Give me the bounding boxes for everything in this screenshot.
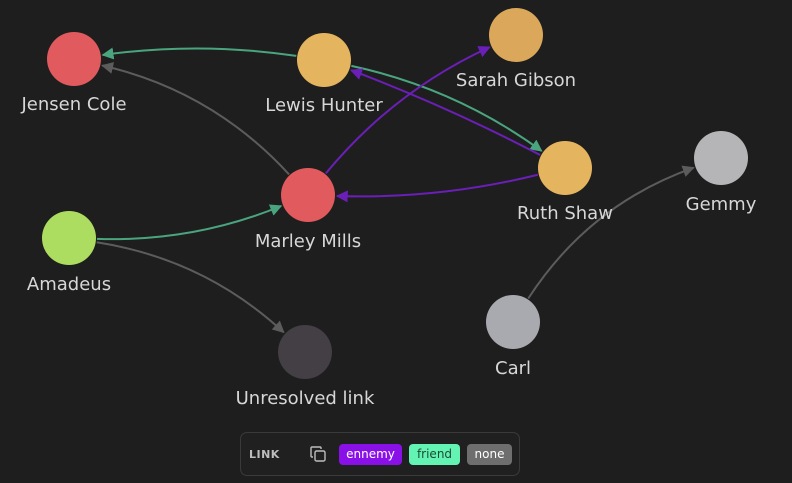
copy-icon[interactable] bbox=[309, 445, 327, 463]
node-unresolved-circle[interactable] bbox=[278, 325, 332, 379]
node-amadeus[interactable]: Amadeus bbox=[27, 211, 111, 295]
link-legend-panel: LINK ennemy friend none bbox=[240, 432, 520, 476]
node-gemmy-label: Gemmy bbox=[686, 194, 757, 215]
node-jensen[interactable]: Jensen Cole bbox=[20, 32, 127, 115]
node-marley-circle[interactable] bbox=[281, 168, 335, 222]
node-lewis[interactable]: Lewis Hunter bbox=[265, 33, 383, 116]
tag-ennemy[interactable]: ennemy bbox=[339, 444, 402, 465]
node-lewis-label: Lewis Hunter bbox=[265, 95, 383, 116]
node-jensen-circle[interactable] bbox=[47, 32, 101, 86]
edge-marley-to-jensen bbox=[101, 62, 290, 176]
edge-amadeus-to-marley bbox=[96, 204, 283, 241]
node-carl-label: Carl bbox=[495, 358, 531, 379]
edge-marley-to-sarah bbox=[325, 46, 491, 175]
node-carl-circle[interactable] bbox=[486, 295, 540, 349]
node-gemmy[interactable]: Gemmy bbox=[686, 131, 757, 215]
edge-lewis-to-jensen bbox=[101, 47, 297, 60]
legend-title: LINK bbox=[249, 448, 280, 461]
node-sarah-label: Sarah Gibson bbox=[456, 70, 576, 91]
node-unresolved[interactable]: Unresolved link bbox=[236, 325, 375, 409]
node-ruth-label: Ruth Shaw bbox=[517, 203, 613, 224]
node-jensen-label: Jensen Cole bbox=[20, 94, 126, 115]
node-ruth[interactable]: Ruth Shaw bbox=[517, 141, 613, 224]
node-gemmy-circle[interactable] bbox=[694, 131, 748, 185]
edge-ruth-to-lewis bbox=[350, 68, 541, 156]
edge-carl-to-gemmy bbox=[527, 165, 695, 300]
node-carl[interactable]: Carl bbox=[486, 295, 540, 379]
node-lewis-circle[interactable] bbox=[297, 33, 351, 87]
node-layer: Jensen Cole Lewis Hunter Sarah GibsonRuth … bbox=[20, 8, 757, 409]
node-marley-label: Marley Mills bbox=[255, 231, 361, 252]
node-marley[interactable]: Marley Mills bbox=[255, 168, 361, 252]
tag-none[interactable]: none bbox=[467, 444, 512, 465]
node-amadeus-circle[interactable] bbox=[42, 211, 96, 265]
edge-layer bbox=[96, 46, 695, 334]
node-sarah-circle[interactable] bbox=[489, 8, 543, 62]
edge-lewis-to-ruth bbox=[351, 64, 543, 152]
node-ruth-circle[interactable] bbox=[538, 141, 592, 195]
node-unresolved-label: Unresolved link bbox=[236, 388, 375, 409]
edge-ruth-to-marley bbox=[335, 173, 539, 203]
edge-amadeus-to-unresolved bbox=[96, 241, 285, 334]
node-sarah[interactable]: Sarah Gibson bbox=[456, 8, 576, 91]
node-amadeus-label: Amadeus bbox=[27, 274, 111, 295]
tag-friend[interactable]: friend bbox=[409, 444, 460, 465]
